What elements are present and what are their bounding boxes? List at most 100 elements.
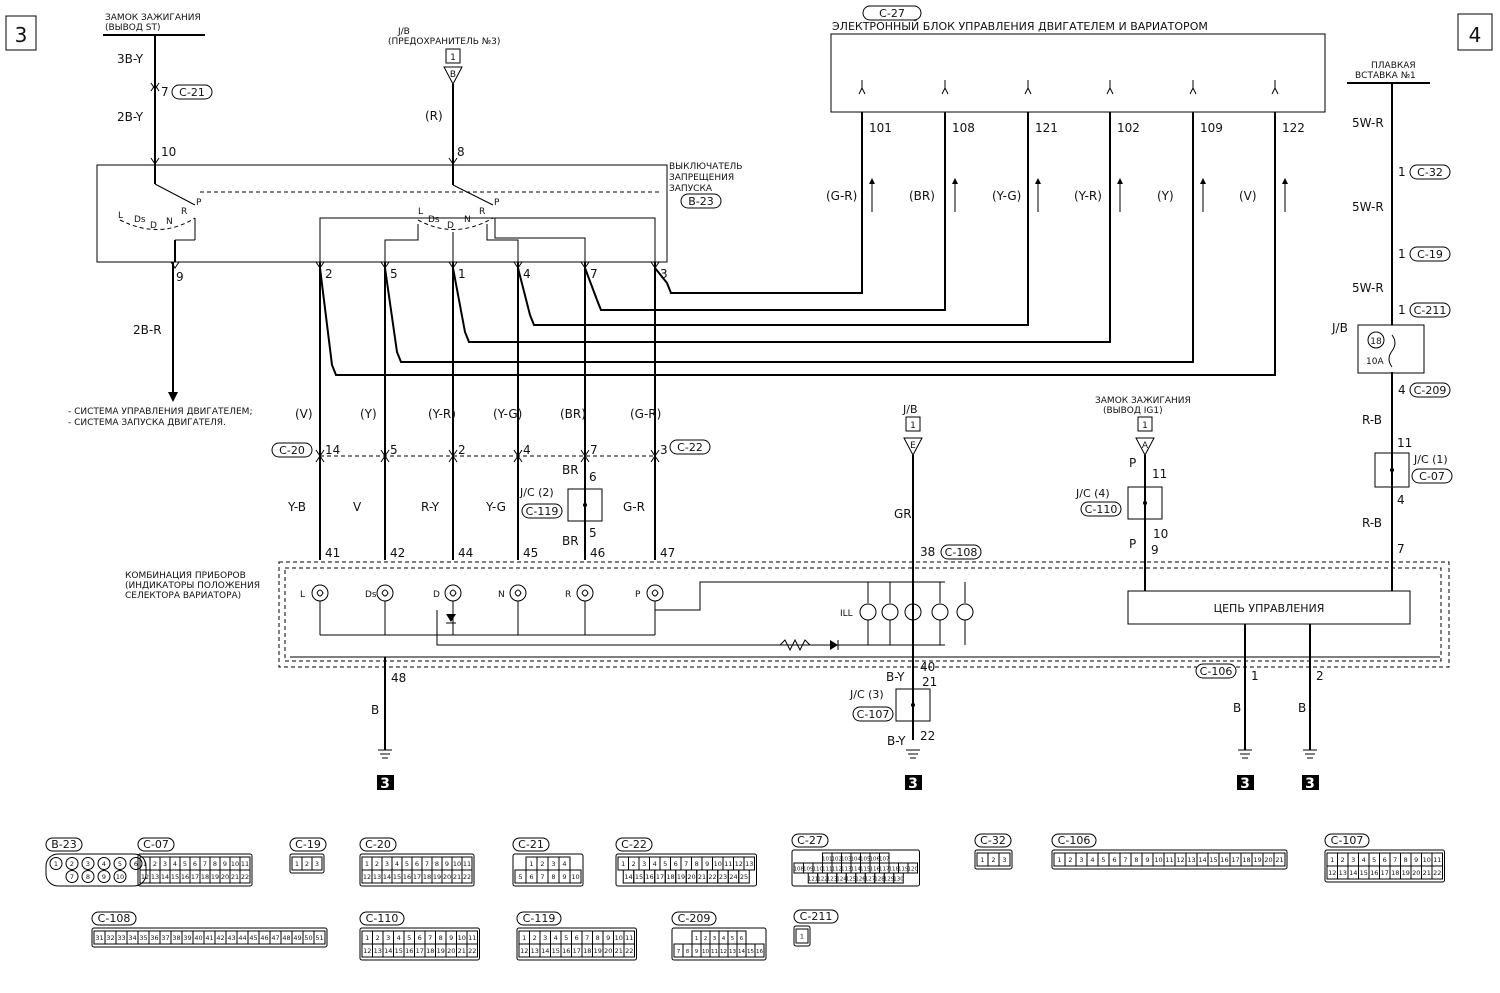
- ecu-wire-color: (G-R): [826, 189, 857, 203]
- connector-name-oval: [359, 837, 397, 852]
- ig1-subtitle: (ВЫВОД IG1): [1103, 406, 1163, 416]
- connector-pin-number: 4: [395, 860, 399, 868]
- connector-pin-number: 12: [363, 873, 371, 881]
- output-2br: 2B-R - СИСТЕМА УПРАВЛЕНИЯ ДВИГАТЕЛЕМ; - …: [68, 262, 252, 428]
- connector-name-oval: [289, 837, 327, 852]
- connector-pin-number: 3: [1002, 856, 1006, 864]
- connector-name-oval: [512, 837, 550, 852]
- jc2-conn: C-119: [526, 505, 559, 518]
- connector-pin-number: 3: [385, 860, 389, 868]
- connector-pin-number: 20: [1412, 869, 1420, 877]
- connector-pin-number: 21: [453, 873, 461, 881]
- connector-pin-number: 119: [898, 867, 909, 873]
- connector-pin-number: 14: [161, 873, 169, 881]
- conn-mark: [650, 455, 660, 463]
- connector-name-oval: [1324, 833, 1370, 848]
- fus-jc1: J/C (1): [1413, 453, 1448, 466]
- connector-name: C-211: [800, 910, 833, 923]
- jc3: 40 B-Y 21 J/C (3) C-107 B-Y 22 3: [849, 660, 937, 792]
- connector-pin-number: 17: [573, 947, 581, 955]
- connector-pin-number: 21: [1275, 856, 1283, 864]
- connector-pin-number: 7: [428, 934, 432, 942]
- jc3-p22: 22: [920, 729, 935, 743]
- c22-pin-number: 2: [458, 443, 466, 457]
- inh-left-pos-ds: Ds: [134, 215, 146, 225]
- connector-name-oval: [516, 911, 562, 926]
- ignition-st: ЗАМОК ЗАЖИГАНИЯ (ВЫВОД ST) 3B-Y 7 C-21 2…: [103, 13, 213, 178]
- inh-left-pos-n: N: [166, 217, 173, 227]
- connector-pin-number: 40: [194, 934, 202, 942]
- connector-pin-number: 13: [729, 949, 736, 955]
- connector-pin-number: 127: [865, 877, 876, 883]
- connector-pin-number: 4: [722, 936, 726, 942]
- harness-wire: [319, 118, 1276, 376]
- indicator-lamp: [444, 584, 462, 602]
- connector-pin-number: 7: [540, 873, 544, 881]
- jb-top-pin8: 8: [457, 145, 465, 159]
- fus-w1: 5W-R: [1352, 116, 1384, 130]
- upper-wire-color: (BR): [560, 407, 586, 421]
- connector-pin-number: 47: [271, 934, 279, 942]
- c20-pin: 14: [325, 443, 340, 457]
- connector-pin-number: 7: [684, 860, 688, 868]
- connector-pin-number: 8: [439, 934, 443, 942]
- page-marker-right: 4: [1457, 13, 1493, 51]
- lower-wire-color: V: [353, 500, 362, 514]
- connector-pin: [998, 852, 1011, 867]
- connector-pin-number: 1: [365, 860, 369, 868]
- connector-pin-number: 17: [1381, 869, 1389, 877]
- fus-c19: C-19: [1417, 248, 1443, 261]
- connector-pin-number: 10: [231, 860, 239, 868]
- connector-pin-number: 10: [116, 873, 124, 881]
- connector-pin: [65, 870, 79, 883]
- inhibitor-title1: ВЫКЛЮЧАТЕЛЬ: [669, 162, 742, 172]
- connector-pin-number: 13: [531, 947, 539, 955]
- lamp-label: L: [300, 590, 305, 600]
- connector-body: [791, 849, 920, 887]
- ign-st-title: ЗАМОК ЗАЖИГАНИЯ: [105, 13, 201, 23]
- connector-body: [1051, 849, 1288, 870]
- connector-pin-number: 4: [1090, 856, 1094, 864]
- connector-pin-number: 9: [449, 934, 453, 942]
- connector-pin-number: 6: [418, 934, 422, 942]
- inhibitor-pin-number: 1: [458, 267, 466, 281]
- jc2-p6: 6: [589, 470, 597, 484]
- ign-st-pin7: 7: [161, 85, 169, 99]
- connector-pin-number: 16: [645, 873, 653, 881]
- connector-pin-number: 16: [1220, 856, 1228, 864]
- connector-pin-number: 129: [884, 877, 895, 883]
- connector-name: C-20: [365, 838, 391, 851]
- connector-pin-number: 107: [879, 857, 890, 863]
- connector-pin-number: 8: [435, 860, 439, 868]
- connector-pin-number: 15: [1209, 856, 1217, 864]
- connector-pin-number: 10: [1154, 856, 1162, 864]
- connector-pin-number: 2: [1341, 856, 1345, 864]
- connector-pin-number: 16: [181, 873, 189, 881]
- connector-pin-number: 5: [118, 860, 122, 868]
- connector-pin-number: 4: [102, 860, 106, 868]
- harness-wire: [517, 118, 1029, 326]
- connector-pin-number: 15: [171, 873, 179, 881]
- connector-pin-number: 121: [808, 877, 819, 883]
- instrument-cluster: КОМБИНАЦИЯ ПРИБОРОВ (ИНДИКАТОРЫ ПОЛОЖЕНИ…: [125, 546, 1450, 668]
- connector-pin-number: 17: [413, 873, 421, 881]
- connector-pin-number: 114: [851, 867, 862, 873]
- connector-pin-number: 1: [143, 860, 147, 868]
- connector-pin-number: 38: [172, 934, 180, 942]
- connector-pin-number: 1: [800, 933, 804, 941]
- connector-pin-number: 15: [552, 947, 560, 955]
- connector-pin-number: 1: [1330, 856, 1334, 864]
- connector-pin-number: 51: [315, 934, 323, 942]
- inh-right-pos-ds: Ds: [428, 215, 440, 225]
- jb-top-tri: B: [450, 70, 456, 80]
- conn-mark: [580, 455, 590, 463]
- upper-wire-color: (V): [295, 407, 313, 421]
- gnd-left-wire: B: [371, 703, 379, 717]
- connector-name: C-106: [1058, 834, 1091, 847]
- connector-pin-number: 6: [575, 934, 579, 942]
- ecu-connector-label: C-27: [879, 7, 905, 20]
